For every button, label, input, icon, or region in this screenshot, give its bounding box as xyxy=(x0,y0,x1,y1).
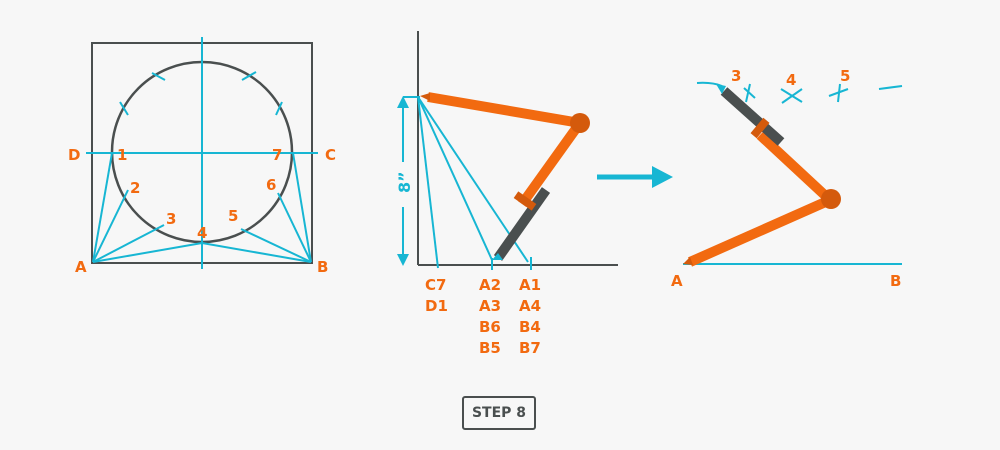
panel-compass-marking: A B 3 4 5 xyxy=(671,67,903,290)
col-label: B7 xyxy=(519,339,541,357)
compass-leg-upper xyxy=(756,131,834,204)
col-label: B6 xyxy=(479,318,501,336)
corner-label-a: A xyxy=(75,258,87,276)
circle-tick-marks xyxy=(119,71,283,116)
arrow-down-icon xyxy=(397,254,409,266)
point-label-6: 6 xyxy=(266,176,276,194)
pencil xyxy=(493,187,551,261)
dimension-label: 8” xyxy=(395,171,414,193)
col-label: A1 xyxy=(519,276,541,294)
panel-measurement: 8” C7 D1 A2 A3 B6 B5 A1 A4 xyxy=(395,31,618,357)
point-label-4: 4 xyxy=(197,224,207,242)
compass-hinge xyxy=(570,113,590,133)
col-label: A3 xyxy=(479,297,501,315)
point-label-7: 7 xyxy=(272,146,282,164)
corner-label-c: C xyxy=(325,146,336,164)
mark-label-4: 4 xyxy=(786,71,796,89)
compass-hinge xyxy=(821,189,841,209)
col-label: B5 xyxy=(479,339,501,357)
point-label-1: 1 xyxy=(117,146,127,164)
point-label-2: 2 xyxy=(130,179,140,197)
step-label: STEP 8 xyxy=(471,405,527,421)
mark-label-3: 3 xyxy=(731,67,741,85)
col-label: A2 xyxy=(479,276,501,294)
panel-circle-construction: D C A B 1 2 3 4 5 6 7 xyxy=(68,37,336,276)
mark-label-5: 5 xyxy=(840,67,850,85)
compass-leg-upper xyxy=(427,92,581,128)
col-label: B4 xyxy=(519,318,541,336)
column-labels: C7 D1 A2 A3 B6 B5 A1 A4 B4 B7 xyxy=(425,276,541,357)
col-label: C7 xyxy=(425,276,446,294)
baseline-label-b: B xyxy=(890,272,901,290)
x-marks xyxy=(743,83,903,104)
point-label-5: 5 xyxy=(228,207,238,225)
step-badge: STEP 8 xyxy=(462,396,536,430)
right-arrow-icon xyxy=(597,166,673,188)
compass-closed xyxy=(683,84,841,267)
pencil-clamp xyxy=(513,191,537,211)
baseline-label-a: A xyxy=(671,272,683,290)
arrow-up-icon xyxy=(397,96,409,108)
point-label-3: 3 xyxy=(166,210,176,228)
projection-lines xyxy=(92,152,312,263)
compass-leg-lower xyxy=(687,195,833,267)
pencil xyxy=(720,87,785,146)
dimension-8-inch: 8” xyxy=(395,96,420,266)
compass-leg-lower xyxy=(517,120,585,207)
transfer-lines xyxy=(417,96,532,270)
pencil-clamp xyxy=(750,117,770,139)
col-label: A4 xyxy=(519,297,541,315)
corner-label-b: B xyxy=(317,258,328,276)
corner-label-d: D xyxy=(68,146,80,164)
col-label: D1 xyxy=(425,297,448,315)
compass-open xyxy=(420,92,590,261)
